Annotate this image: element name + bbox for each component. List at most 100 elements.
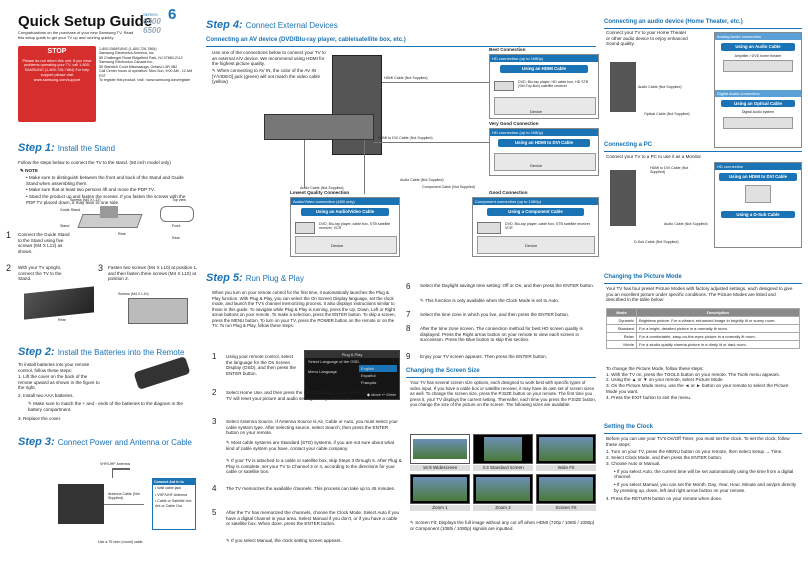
step2-heading: Step 2:Install the Batteries into the Re… [18,346,185,358]
clock-bullet: • If you select Manual, you can set the … [614,482,797,493]
best-hd-bar: HD connection (up to 1080p) [490,55,598,62]
step2-item: 1. Lift the cover on the back of the rem… [18,374,100,391]
hdmi-dvi-wire [374,142,489,143]
audio-text: Connect your TV to your Home Theater or … [606,30,688,47]
stand-back [128,298,188,324]
dsub-cable-label: D-Sub Cable (Not Supplied) [634,240,679,244]
step5-note-1: ✎ Most cable systems are Standard (STD) … [226,440,395,451]
digital-system-label: Digital Audio system [741,110,775,115]
step5-note-2: ✎ If your TV is attached to a cable or s… [226,458,402,475]
tv-audio-panel [610,62,636,112]
step5-item-7: Select the time zone in which you live, … [420,312,570,317]
step1-item-3: Fasten two screws (M4 X L10) at position… [108,265,198,282]
contact-line: Samsung Electronics Canada Inc., [99,60,155,65]
component-out-port [477,222,501,234]
step5-num-5: 5 [212,508,217,517]
stand-diagram: Screws (M4 X L12) Guide Stand Stand Rear… [60,198,196,246]
column-3: Connecting an audio device (Home Theater… [604,0,804,571]
antenna-diagram: VHF/UHF Antenna Antenna Cable (Not Suppl… [58,456,198,556]
osd-option-francais[interactable]: Français [361,380,377,385]
screen-thumb [410,434,470,464]
step5-num-6: 6 [406,282,411,291]
osd-option-english[interactable]: English [359,365,397,372]
lowest-device [295,236,397,254]
stop-box: STOP Please do not return this unit. If … [18,46,96,122]
stop-body: Please do not return this unit. If you h… [22,58,92,82]
screen-size-heading: Changing the Screen Size [406,368,596,378]
contact-line: 85 Challenger Road Ridgefield Park, NJ 0… [99,55,183,60]
hdmi-wire [382,82,489,83]
audio-panel: Analog Audio connection Using an Audio C… [714,32,802,148]
ant-in-opt: • Wall cable jack [155,486,182,491]
screen-size-text: Your TV has several screen size options,… [410,380,596,407]
model-6500: 6500 [143,26,161,35]
stand-label: Stand [60,224,70,228]
very-good-pill: Using an HDMI to DVI Cable [498,139,590,147]
step2-items: 1. Lift the cover on the back of the rem… [18,374,102,399]
very-good-bar: HD connection (up to 1080p) [490,129,598,136]
step1-intro: Follow the steps below to connect the TV… [18,160,171,165]
good-pill: Using a Component Cable [487,208,584,216]
step5-item-3: Select Antenna Source. If Antenna Source… [226,419,398,436]
lowest-pill: Using an Audio/Video Cable [301,208,389,216]
pc-audio-cable-label: Audio Cable (Not Supplied) [664,222,708,226]
step1-number-3: 3 [98,263,104,273]
tv-back [58,484,104,524]
contact-line: To register this product, visit : www.sa… [99,78,191,83]
lowest-box: Audio/Video connection (480i only) Using… [290,197,400,257]
best-device-text: DVD, Blu-ray player, HD cable box, HD ST… [518,80,589,89]
good-box: Component connection (up to 1080p) Using… [472,197,599,257]
very-good-device-caption: Device [530,163,543,168]
front-label: Front [172,224,181,228]
step5-item-6: Select the Daylight savings time setting… [420,283,595,288]
page-title: Quick Setup Guide [18,13,153,30]
remote-illustration [125,356,195,406]
pc-panel: HD connection Using an HDMI to DVI Cable… [714,162,802,248]
amp-device [723,59,793,72]
screen-thumb [473,474,533,504]
contact-line: 55 Standish Court Mississauga, Ontario L… [99,64,178,69]
lowest-label: Lowest Quality Connection [290,190,350,195]
ant-in-box: Connect Ant In to • Wall cable jack • VH… [152,478,196,530]
step3-heading: Step 3:Connect Power and Antenna or Cabl… [18,436,192,448]
size-label: Screen Fit [536,505,596,511]
cell-desc: For a studio quality cinema picture in a… [636,340,800,349]
tv-panel [24,286,94,320]
screen-thumb [473,434,533,464]
best-connection-box: HD connection (up to 1080p) Using an HDM… [489,54,599,119]
col-header: Description [636,308,800,317]
component-cable-label: Component Cable (Not Supplied) [422,185,475,189]
contact-line: Samsung Electronics America, Inc. [99,51,155,56]
step1-number-1: 1 [6,230,12,240]
clock-step: 4. Press the RETURN button on your remot… [606,495,723,501]
step5-item-2: Select Home Use, and then press the ENTE… [226,390,396,401]
step5-item-1: Using your remote control, select the la… [226,354,296,377]
clock-step: 1. Turn on your TV, press the MENU butto… [606,449,783,455]
clock-bullet: • If you select Auto, the current time w… [614,468,794,480]
pc-dsub-pill: Using a D-Sub Cable [721,210,795,218]
size-label: 16:9 Widescreen [410,465,470,471]
tv-side-panel [332,55,382,155]
step5-item-9: Enjoy your TV screen appears. Then press… [420,354,547,359]
cell-desc: Brightens picture. For a vibrant, enhanc… [636,316,800,325]
contact-line: Call Center hours of operation: Mon-Sun,… [99,69,193,78]
audio-cable-label-2: Audio Cable (Not Supplied) [300,186,344,190]
cell-mode: Movie [606,340,637,349]
bullet: • Make sure to distinguish between the f… [26,175,184,186]
very-good-label: Very Good Connection [489,121,539,126]
ant-in-opt: • Cable or Satellite box Ant or Cable Ou… [155,499,192,508]
very-good-box: HD connection (up to 1080p) Using an HDM… [489,128,599,176]
clock-heading: Setting the Clock [604,424,802,434]
picture-how: To change the Picture Mode, follow these… [606,366,704,371]
osd-option-espanol[interactable]: Español [361,373,376,378]
picture-steps: To change the Picture Mode, follow these… [606,366,800,400]
step1-number-2: 2 [6,263,12,273]
screen-thumb [536,474,596,504]
use-75-ohm-label: Use a 75 ohm (round) cable. [98,540,144,544]
cell-mode: Dynamic [606,316,637,325]
guide-stand [100,206,118,218]
